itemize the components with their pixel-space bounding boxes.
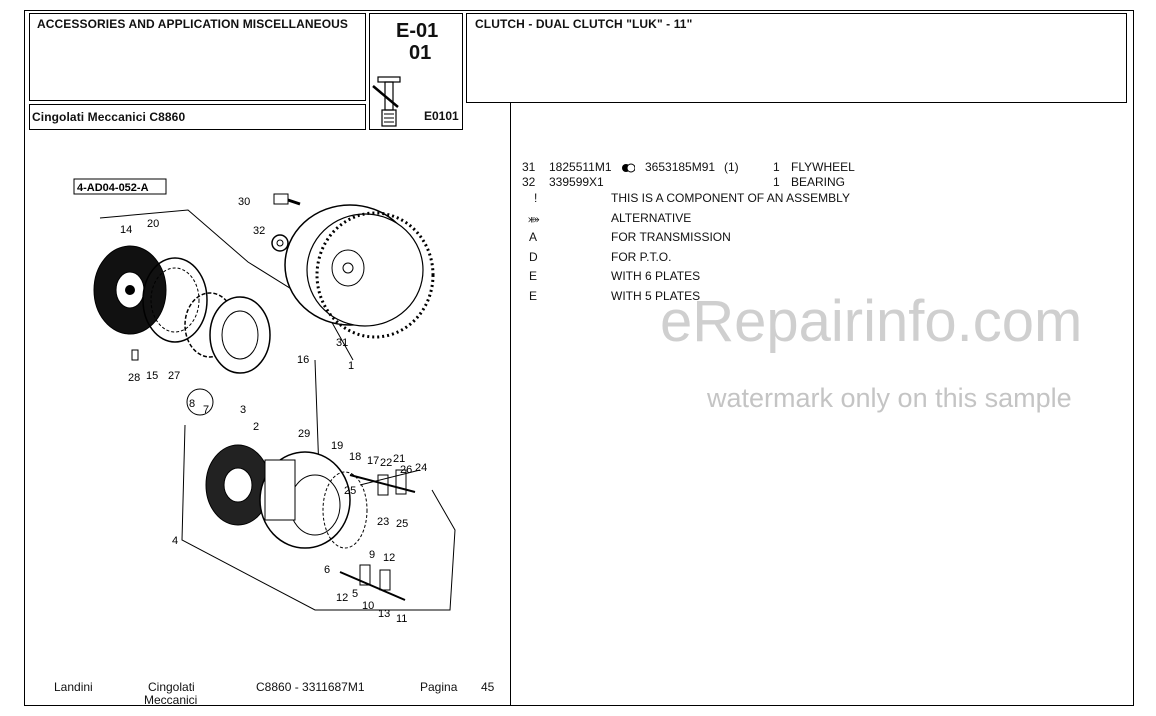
- section-title: ACCESSORIES AND APPLICATION MISCELLANEOU…: [37, 17, 349, 31]
- legend-text: THIS IS A COMPONENT OF AN ASSEMBLY: [611, 191, 850, 205]
- legend-symbol: E: [529, 289, 538, 303]
- callout: 21: [393, 453, 405, 465]
- diagram-reference: 4-AD04-052-A: [77, 182, 149, 194]
- legend-symbol: E: [529, 269, 538, 283]
- callout: 13: [378, 608, 390, 620]
- footer-brand: Landini: [54, 680, 93, 694]
- clutch-disc-drawing: [93, 245, 167, 335]
- column-divider: [510, 103, 511, 706]
- callout: 18: [349, 451, 361, 463]
- callout: 30: [238, 196, 250, 208]
- legend-text: ALTERNATIVE: [611, 211, 692, 225]
- callout: 4: [172, 535, 178, 547]
- clutch-assembly-drawing: [205, 444, 421, 601]
- legend-text: FOR TRANSMISSION: [611, 230, 731, 244]
- section-title-box: ACCESSORIES AND APPLICATION MISCELLANEOU…: [29, 13, 366, 101]
- footer-model-code: C8860 - 3311687M1: [256, 680, 365, 694]
- part-number: 339599X1: [549, 175, 604, 189]
- callout: 32: [253, 225, 265, 237]
- legend-symbol: D: [529, 250, 538, 264]
- callout: 3: [240, 404, 246, 416]
- callout: 7: [203, 404, 209, 416]
- part-note: (1): [724, 160, 739, 174]
- footer-page-label: Pagina: [420, 680, 458, 694]
- page-frame: [24, 10, 1134, 706]
- group-title: CLUTCH - DUAL CLUTCH "LUK" - 11": [475, 17, 693, 31]
- callout: 28: [128, 372, 140, 384]
- alt-part-number: 3653185M91: [645, 160, 716, 174]
- callout: 16: [297, 354, 309, 366]
- callout: 11: [396, 613, 407, 625]
- footer-page-number: 45: [481, 680, 495, 694]
- callout: 8: [189, 398, 195, 410]
- callout: 12: [336, 592, 348, 604]
- callout: 25: [396, 518, 408, 530]
- watermark-sub: watermark only on this sample: [707, 383, 1072, 413]
- callout: 15: [146, 370, 158, 382]
- part-description: BEARING: [791, 175, 846, 189]
- figure-code: E0101: [424, 109, 459, 123]
- part-qty: 1: [773, 175, 780, 189]
- callout: 20: [147, 218, 159, 230]
- part-qty: 1: [773, 160, 780, 174]
- group-title-box: CLUTCH - DUAL CLUTCH "LUK" - 11": [466, 13, 1127, 103]
- callout: 14: [120, 224, 132, 236]
- callout: 10: [362, 600, 374, 612]
- callout: 2: [253, 421, 259, 433]
- bolt-drawing: [273, 193, 301, 206]
- legend-symbol: A: [529, 230, 538, 244]
- callout: 9: [369, 549, 375, 561]
- page-code: E-01: [396, 20, 439, 42]
- watermark-main: eRepairinfo.com: [660, 289, 1083, 354]
- part-description: FLYWHEEL: [791, 160, 855, 174]
- callout: 27: [168, 370, 180, 382]
- legend-symbol: !: [534, 191, 538, 205]
- callout: 1: [348, 360, 354, 372]
- callout: 25: [344, 485, 356, 497]
- callout: 19: [331, 440, 343, 452]
- callout: 24: [415, 462, 427, 474]
- callout: 6: [324, 564, 330, 576]
- model-title-box: Cingolati Meccanici C8860: [29, 104, 366, 130]
- footer-series-line1: Cingolati: [148, 680, 195, 694]
- callout: 12: [383, 552, 395, 564]
- callout: 23: [377, 516, 389, 528]
- model-title: Cingolati Meccanici C8860: [32, 110, 186, 124]
- page-sub: 01: [409, 42, 432, 64]
- shaft-icon: [372, 76, 401, 127]
- callout: 31: [336, 337, 348, 349]
- legend-text: WITH 5 PLATES: [611, 289, 701, 303]
- flywheel-drawing: [284, 204, 435, 339]
- exploded-diagram: 4-AD04-052-A: [73, 178, 456, 625]
- callout: 17: [367, 455, 379, 467]
- part-number: 1825511M1: [549, 160, 612, 174]
- legend-text: FOR P.T.O.: [611, 250, 672, 264]
- footer-series-line2: Meccanici: [144, 693, 198, 707]
- page-code-box: E-01 01 E0101: [369, 13, 463, 130]
- callout: 26: [400, 464, 412, 476]
- callout: 22: [380, 457, 392, 469]
- part-ref: 31: [522, 160, 536, 174]
- alternative-icon: [621, 162, 636, 176]
- legend-symbol: ⤘: [528, 211, 540, 226]
- part-ref: 32: [522, 175, 536, 189]
- callout: 5: [352, 588, 358, 600]
- callout: 29: [298, 428, 310, 440]
- legend-text: WITH 6 PLATES: [611, 269, 701, 283]
